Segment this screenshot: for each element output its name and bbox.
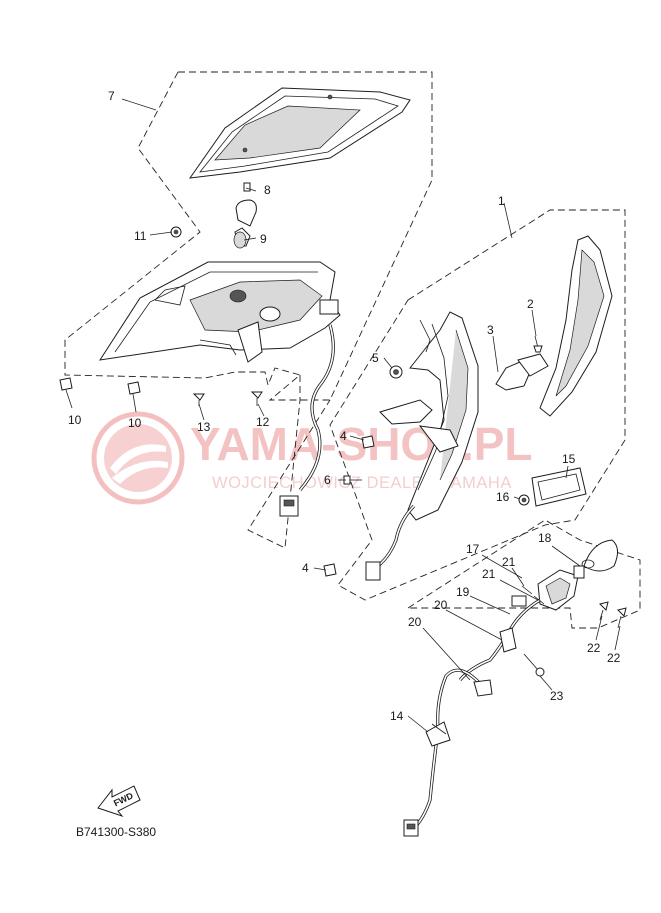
- leader-lines: [65, 98, 621, 733]
- part-14-clamp: [425, 721, 451, 747]
- part-23-bolt: [523, 653, 545, 677]
- callout-4-a: 4: [340, 429, 347, 443]
- callout-labels: 7 8 9 11 10 10 13 12 1 2 3 5 4 6 4 15 16…: [68, 89, 621, 723]
- watermark-title: YAMA-SHOP.PL: [190, 418, 533, 470]
- part-8-screw: [235, 182, 257, 227]
- diagram-code: B741300-S380: [76, 825, 156, 839]
- part-22-bolts: [599, 601, 627, 629]
- callout-21-a: 21: [502, 555, 516, 569]
- callout-3: 3: [487, 323, 494, 337]
- callout-5: 5: [372, 351, 379, 365]
- part-20-harness: [412, 668, 493, 830]
- group-outline-17: [406, 519, 641, 629]
- callout-1: 1: [498, 194, 505, 208]
- harness-connector: [403, 819, 419, 837]
- group-outline-1: [329, 209, 626, 601]
- rear-lamp-housing: [98, 261, 341, 363]
- part-4-clip-a: [361, 435, 375, 449]
- callout-8: 8: [264, 183, 271, 197]
- callout-2: 2: [527, 297, 534, 311]
- fwd-arrow-icon: FWD: [97, 785, 141, 818]
- callout-10-b: 10: [128, 416, 142, 430]
- part-9-bulb-socket: [233, 227, 251, 249]
- callout-19: 19: [456, 585, 470, 599]
- callout-4-b: 4: [302, 561, 309, 575]
- part-7-lens: [188, 87, 411, 179]
- callout-7: 7: [108, 89, 115, 103]
- group-outline-7: [64, 71, 433, 401]
- assembly-outlines: [64, 71, 641, 629]
- callout-21-b: 21: [482, 567, 496, 581]
- turn-signal-body: [537, 565, 585, 611]
- callout-6: 6: [324, 473, 331, 487]
- callout-18: 18: [538, 531, 552, 545]
- callout-13: 13: [197, 420, 211, 434]
- rear-lamp-harness: [279, 324, 335, 517]
- callout-16: 16: [496, 490, 510, 504]
- group-outline-rear-lamp: [247, 375, 331, 549]
- callout-22-b: 22: [607, 651, 621, 665]
- bracket-harness: [365, 504, 416, 581]
- callout-20-b: 20: [408, 615, 422, 629]
- part-21-bolts: [521, 585, 545, 605]
- part-10-clip-b: [127, 381, 141, 395]
- callout-11: 11: [134, 229, 147, 243]
- lamp-bracket-frame: [379, 311, 479, 521]
- part-6-screw: [343, 475, 362, 485]
- part-5-nut: [389, 365, 403, 379]
- part-1-side-cover: [539, 235, 613, 417]
- callout-14: 14: [390, 709, 404, 723]
- part-15-reflector: [531, 467, 587, 507]
- part-12-screw: [250, 391, 263, 406]
- callout-17: 17: [466, 542, 480, 556]
- callout-9: 9: [260, 232, 267, 246]
- callout-23: 23: [550, 689, 564, 703]
- watermark-subtitle: WOJCIECHOWICZ DEALER YAMAHA: [212, 474, 512, 492]
- part-18-signal-lens: [581, 539, 618, 572]
- part-3-bulb: [495, 353, 549, 391]
- part-2-screw: [533, 335, 543, 353]
- part-11-nut: [170, 226, 182, 238]
- part-17-signal-wire: [458, 595, 541, 682]
- callout-15: 15: [562, 452, 576, 466]
- callout-20-a: 20: [434, 598, 448, 612]
- part-4-clip-b: [323, 563, 337, 577]
- callout-12: 12: [256, 415, 270, 429]
- callout-10-a: 10: [68, 413, 82, 427]
- part-16-nut: [518, 494, 530, 506]
- part-10-clip-a: [59, 377, 73, 391]
- callout-22-a: 22: [587, 641, 601, 655]
- watermark-logo: [91, 411, 185, 505]
